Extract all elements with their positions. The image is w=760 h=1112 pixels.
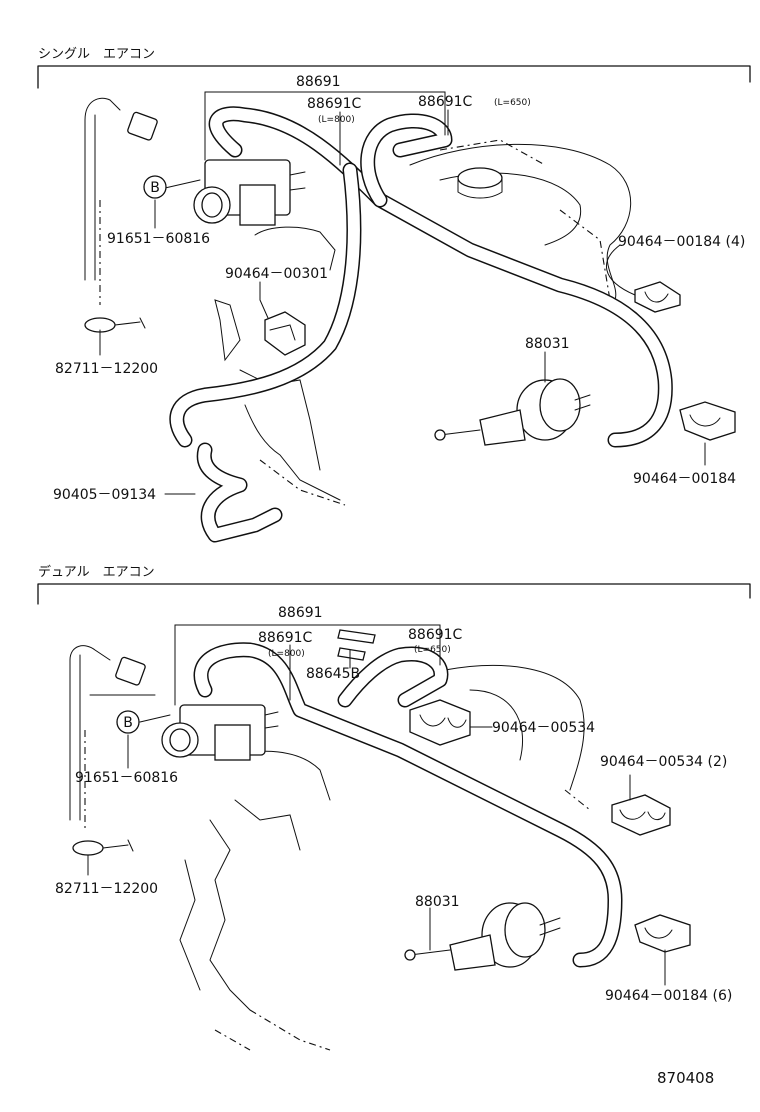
vacuum-hose-88691c-650 [337,646,449,708]
section-bracket [37,583,751,605]
vacuum-hose-88691c-800 [169,162,362,448]
badge-b [143,175,167,199]
part-label-88031: 88031 [415,894,460,910]
badge-b-label: B [150,180,160,196]
leader-lines [87,624,666,986]
part-label-length: (L=650) [414,645,451,655]
part-label-90464-00534: 90464－00534 [492,720,595,736]
part-label-90464-00534-2: 90464－00534 (2) [600,754,727,770]
part-label-90464-00184-4: 90464－00184 (4) [618,234,745,250]
section-dual-ac: デュアル エアコン [37,564,751,1051]
vacuum-hose-88691 [193,642,623,968]
vsv-valve-icon [139,704,279,761]
section-title: デュアル エアコン [38,564,155,580]
part-label-82711: 82711－12200 [55,881,158,897]
vacuum-hose-88691 [208,106,673,448]
badge-b [116,710,140,734]
wire-harness [69,645,156,830]
vacuum-actuator-icon [404,902,561,971]
part-label-88645b: 88645B [306,666,360,682]
part-label-88691: 88691 [278,605,323,621]
band-clamp-icon [72,839,134,856]
part-label-90464-00301: 90464－00301 [225,266,328,282]
wire-harness [84,97,158,305]
band-clamp-icon [84,317,146,333]
clip-icon [634,914,691,953]
part-label-88691c: 88691C [418,94,473,110]
part-label-90405: 90405－09134 [53,487,156,503]
section-bracket [37,65,751,89]
hose-90405 [196,442,283,543]
leader-lines [99,91,706,495]
diagram-code: 870408 [657,1069,714,1087]
part-label-88031: 88031 [525,336,570,352]
part-label-90464-00184: 90464－00184 [633,471,736,487]
vacuum-hose-88691c-650 [360,113,453,208]
part-label-length: (L=800) [318,115,355,125]
badge-b-label: B [123,715,133,731]
section-single-ac: シングル エアコン [37,47,751,543]
connector-icon [127,111,158,141]
part-label-88691: 88691 [296,74,341,90]
section-title: シングル エアコン [38,47,155,62]
part-label-length: (L=650) [494,98,531,108]
part-label-90464-00184-6: 90464－00184 (6) [605,988,732,1004]
part-label-88691c: 88691C [258,630,313,646]
clip-icon [679,401,736,441]
vsv-valve-icon [164,159,306,226]
pipe-icon [337,629,376,661]
part-label-88691c: 88691C [408,627,463,643]
clip-icon [634,281,681,313]
clip-icon [264,311,306,356]
connector-icon [115,656,146,686]
part-label-91651: 91651－60816 [107,231,210,247]
clip-icon [409,699,471,746]
part-label-91651: 91651－60816 [75,770,178,786]
part-label-length: (L=800) [268,649,305,659]
part-label-88691c: 88691C [307,96,362,112]
part-label-82711: 82711－12200 [55,361,158,377]
clip-icon [611,794,671,836]
engine-outline [179,664,591,1051]
vacuum-actuator-icon [434,378,591,446]
